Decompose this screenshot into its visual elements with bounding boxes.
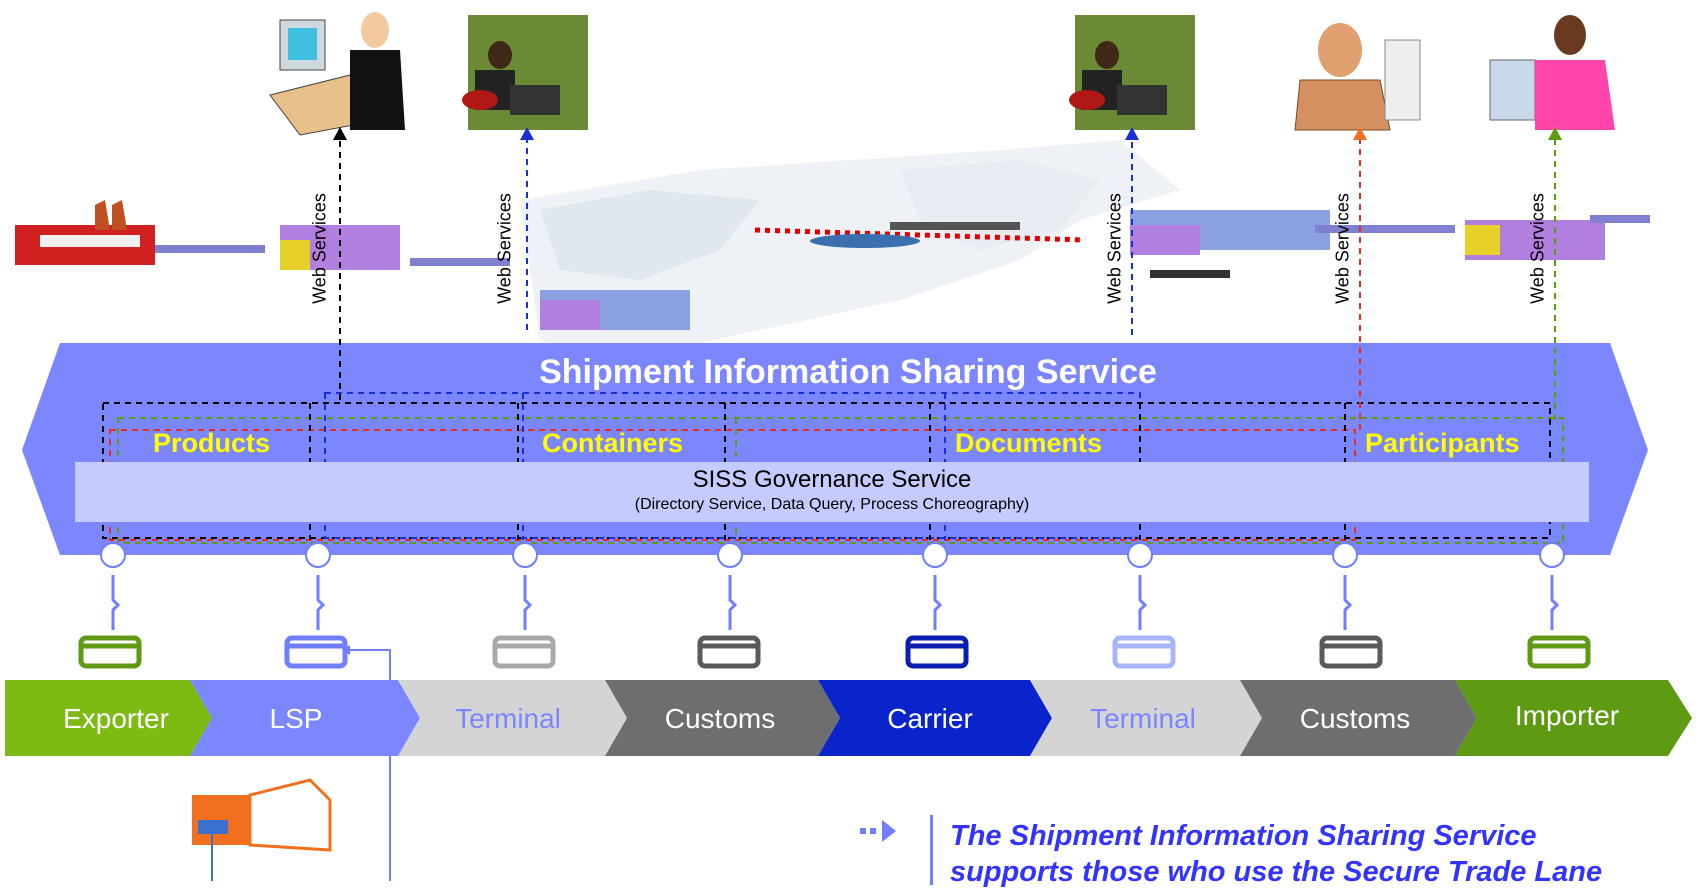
db-exporter [78, 635, 142, 669]
section-documents: Documents [955, 428, 1103, 458]
governance-subtitle: (Directory Service, Data Query, Process … [634, 496, 1030, 513]
note-line-2: supports those who use the Secure Trade … [950, 856, 1603, 888]
db-terminal-1 [492, 635, 556, 669]
chain-label-customs-1: Customs [664, 703, 776, 734]
arrowhead-black [333, 127, 347, 140]
plane-icon [810, 234, 920, 248]
phone-woman-icon [1489, 15, 1615, 130]
chain-carrier [818, 680, 1052, 756]
web-services-label: Web Services [1332, 193, 1353, 304]
blue-grid [324, 392, 1141, 539]
zigzag-arrows [111, 575, 1560, 630]
business-man-icon [1294, 23, 1421, 131]
chain-customs-1 [605, 680, 840, 756]
chain-lsp [190, 680, 420, 756]
importer-warehouse-icon [1465, 215, 1650, 260]
chain-exporter [5, 680, 212, 756]
band-title: Shipment Information Sharing Service [539, 353, 1157, 391]
node-connectors [100, 542, 1565, 568]
computer-user-icon [269, 12, 405, 136]
databases [78, 635, 1591, 669]
chain-label-terminal-1: Terminal [455, 703, 561, 734]
arrowhead-red [1353, 127, 1367, 140]
chain-label-carrier: Carrier [887, 703, 973, 734]
factory-icon [15, 200, 155, 265]
port-warehouse-icon [1130, 210, 1455, 278]
note-bar [930, 815, 933, 885]
arrowhead-blue-2 [1125, 127, 1139, 140]
office-worker-2-icon [1069, 15, 1195, 130]
chain-importer [1455, 680, 1692, 756]
section-containers: Containers [542, 428, 684, 458]
chain-terminal-2 [1030, 680, 1262, 756]
chain-terminal-1 [398, 680, 627, 756]
web-services-label: Web Services [1527, 193, 1548, 304]
db-importer [1527, 635, 1591, 669]
lsp-warehouse-icon [155, 225, 510, 270]
governance-box: SISS Governance Service (Directory Servi… [75, 462, 1589, 522]
arrowhead-blue-1 [520, 127, 534, 140]
lsp-link [350, 649, 391, 881]
chain-label-lsp: LSP [269, 703, 323, 734]
db-carrier [905, 635, 969, 669]
web-services-label: Web Services [1104, 193, 1125, 304]
chain-label-exporter: Exporter [63, 703, 169, 734]
db-customs-1 [697, 635, 761, 669]
db-customs-2 [1319, 635, 1383, 669]
map-land [540, 190, 760, 280]
office-worker-icon [462, 15, 588, 130]
chain-label-customs-2: Customs [1299, 703, 1411, 734]
terminal-warehouse-icon [540, 290, 690, 330]
chain-label-terminal-2: Terminal [1090, 703, 1196, 734]
web-services-label: Web Services [494, 193, 515, 304]
container-box-icon [192, 778, 332, 881]
section-participants: Participants [1365, 428, 1520, 458]
section-products: Products [153, 428, 271, 458]
note-arrow-icon [860, 820, 896, 842]
chain-customs-2 [1240, 680, 1477, 756]
note-line-1: The Shipment Information Sharing Service [950, 820, 1537, 852]
arrowhead-green [1548, 127, 1562, 140]
governance-title: SISS Governance Service [692, 466, 972, 493]
db-terminal-2 [1112, 635, 1176, 669]
chain-label-importer: Importer [1514, 700, 1620, 731]
db-lsp [284, 635, 348, 669]
note-text: The Shipment Information Sharing Service… [950, 818, 1602, 890]
web-services-label: Web Services [309, 193, 330, 304]
ship-icon [890, 222, 1020, 230]
